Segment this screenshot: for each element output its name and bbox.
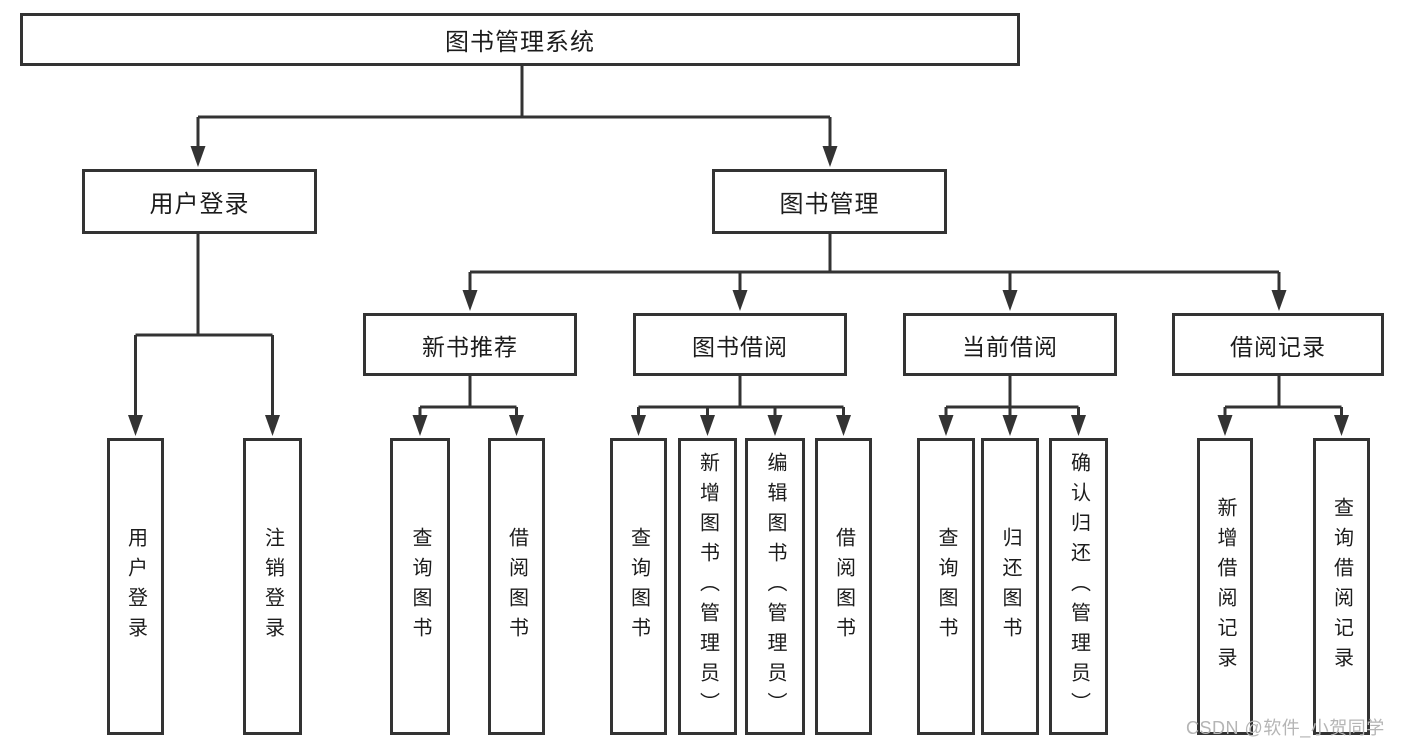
leaf-edit-books-admin: 编辑图书（管理员） xyxy=(745,438,805,735)
node-label: 图书借阅 xyxy=(692,333,788,360)
leaf-confirm-return-admin: 确认归还（管理员） xyxy=(1049,438,1108,735)
node-label: 编辑图书（管理员） xyxy=(764,451,786,722)
node-label: 查询图书 xyxy=(409,526,431,647)
node-label: 新增借阅记录 xyxy=(1214,496,1236,677)
node-label: 图书管理系统 xyxy=(445,29,595,56)
node-label: 查询图书 xyxy=(627,526,650,647)
leaf-return-books: 归还图书 xyxy=(981,438,1039,735)
arrow-down-icon xyxy=(265,415,280,436)
arrow-down-icon xyxy=(1271,290,1287,311)
arrow-down-icon xyxy=(1217,415,1233,436)
leaf-recommend-query-books: 查询图书 xyxy=(390,438,450,735)
node-user-login: 用户登录 xyxy=(82,169,317,234)
leaf-query-borrow-record: 查询借阅记录 xyxy=(1313,438,1370,735)
arrow-down-icon xyxy=(732,290,748,311)
leaf-user-login: 用户登录 xyxy=(107,438,164,735)
node-label: 图书管理 xyxy=(779,191,880,218)
node-label: 当前借阅 xyxy=(962,333,1058,360)
node-label: 新书推荐 xyxy=(422,333,518,360)
leaf-borrow-query-books: 查询图书 xyxy=(610,438,667,735)
arrow-down-icon xyxy=(509,415,524,436)
leaf-add-books-admin: 新增图书（管理员） xyxy=(678,438,737,735)
arrow-down-icon xyxy=(767,415,783,436)
node-root-system: 图书管理系统 xyxy=(20,13,1020,66)
arrow-down-icon xyxy=(938,415,954,436)
arrow-down-icon xyxy=(822,146,838,167)
arrow-down-icon xyxy=(128,415,143,436)
leaf-borrow-books: 借阅图书 xyxy=(815,438,872,735)
node-label: 用户登录 xyxy=(124,526,147,647)
node-label: 查询图书 xyxy=(935,526,957,647)
node-borrow-records: 借阅记录 xyxy=(1172,313,1384,376)
leaf-add-borrow-record: 新增借阅记录 xyxy=(1197,438,1253,735)
arrow-down-icon xyxy=(631,415,646,436)
leaf-recommend-borrow-books: 借阅图书 xyxy=(488,438,545,735)
arrow-down-icon xyxy=(1071,415,1086,436)
leaf-current-query-books: 查询图书 xyxy=(917,438,975,735)
node-label: 借阅图书 xyxy=(505,526,528,647)
node-book-borrow: 图书借阅 xyxy=(633,313,847,376)
arrow-down-icon xyxy=(1334,415,1349,436)
csdn-watermark: CSDN @软件_小贺同学 xyxy=(1186,718,1385,738)
arrow-down-icon xyxy=(462,290,478,311)
arrow-down-icon xyxy=(190,146,206,167)
arrow-down-icon xyxy=(700,415,715,436)
leaf-logout: 注销登录 xyxy=(243,438,302,735)
arrow-down-icon xyxy=(1002,290,1018,311)
arrow-down-icon xyxy=(1002,415,1018,436)
arrow-down-icon xyxy=(412,415,428,436)
node-new-book-recommend: 新书推荐 xyxy=(363,313,577,376)
node-label: 确认归还（管理员） xyxy=(1067,451,1090,722)
node-label: 借阅记录 xyxy=(1230,333,1326,360)
node-current-borrow: 当前借阅 xyxy=(903,313,1117,376)
arrow-down-icon xyxy=(836,415,851,436)
node-book-management: 图书管理 xyxy=(712,169,947,234)
node-label: 注销登录 xyxy=(261,526,284,647)
node-label: 用户登录 xyxy=(149,191,250,218)
arrowheads xyxy=(128,146,1349,436)
node-label: 归还图书 xyxy=(999,526,1021,647)
node-label: 查询借阅记录 xyxy=(1330,496,1353,677)
node-label: 新增图书（管理员） xyxy=(696,451,719,722)
node-label: 借阅图书 xyxy=(832,526,855,647)
